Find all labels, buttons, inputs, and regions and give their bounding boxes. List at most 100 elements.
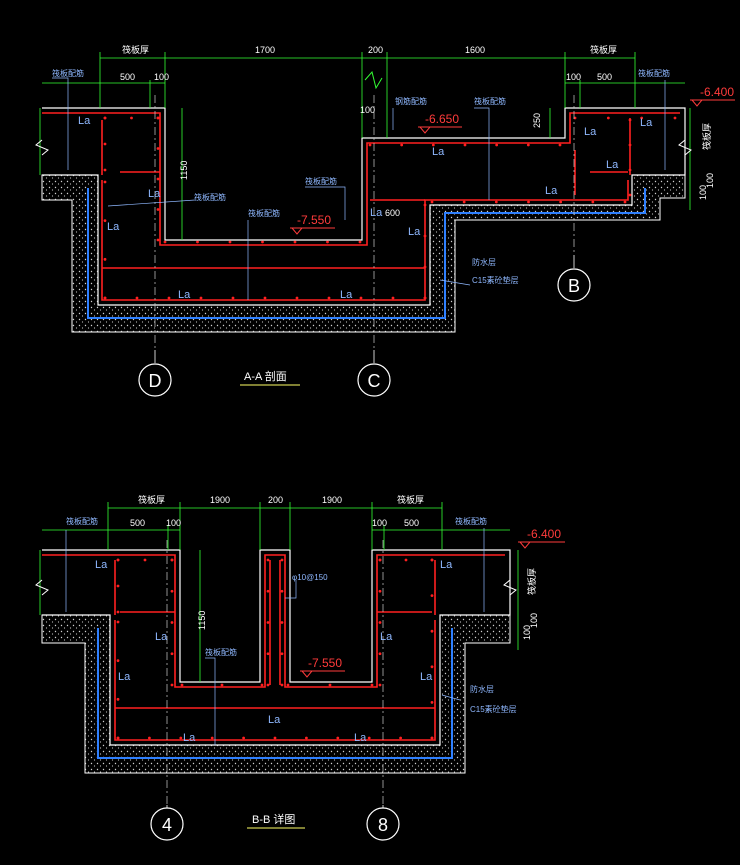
aa-label-rebar-small: 钢筋配筋 (395, 96, 427, 106)
bb-dot-3 (116, 558, 120, 562)
aa-dot-31 (326, 240, 329, 244)
aa-rebar (42, 112, 680, 301)
bb-dot-43 (430, 665, 434, 669)
aa-dot-40 (463, 143, 467, 147)
bb-dot-47 (266, 589, 270, 593)
aa-dot-9 (156, 208, 160, 211)
aa-dot-8 (156, 177, 160, 181)
bb-dot-55 (280, 683, 284, 687)
aa-dot-57 (591, 200, 595, 204)
aa-label-rebar-left: 筏板配筋 (52, 68, 84, 78)
aa-dim-raft-left: 筏板厚 (122, 44, 149, 55)
aa-title: A-A 剖面 (244, 369, 287, 383)
aa-dot-17 (167, 296, 171, 300)
aa-elev-6650-text: -6.650 (425, 112, 459, 126)
bb-dot-6 (170, 558, 174, 562)
bb-dot-31 (370, 683, 374, 687)
bb-axis-4: 4 (150, 805, 184, 841)
aa-label-rebar-mid: 筏板配筋 (194, 192, 226, 202)
bb-dot-36 (378, 589, 382, 593)
bb-dot-12 (116, 659, 120, 663)
bb-la-7: La (380, 631, 393, 643)
aa-dot-27 (196, 240, 199, 244)
aa-left-break (35, 139, 49, 156)
bb-dim-1900-right: 1900 (322, 495, 342, 505)
bb-elev-7550: -7.550 (300, 656, 345, 678)
bb-label-cushion: C15素砼垫层 (470, 704, 517, 714)
bb-title: B-B 详图 (252, 812, 295, 826)
bb-label-waterproof: 防水层 (470, 684, 494, 694)
aa-axis-c: C (357, 350, 391, 397)
aa-dim-200: 200 (368, 45, 383, 55)
bb-dot-5 (116, 610, 120, 614)
aa-elev-6400-text: -6.400 (700, 85, 734, 99)
bb-la-5: La (268, 714, 281, 726)
aa-dim-100-left: 100 (154, 72, 169, 82)
bb-dim-raft-right: 筏板厚 (397, 494, 424, 505)
bb-dot-53 (280, 621, 284, 624)
bb-la-4: La (183, 732, 196, 744)
aa-dot-30 (293, 240, 297, 244)
aa-dot-11 (103, 180, 107, 184)
bb-dot-7 (170, 589, 174, 593)
aa-la-10: La (584, 126, 597, 138)
bb-dot-44 (430, 701, 434, 704)
bb-dot-11 (116, 620, 120, 624)
bb-dim-1900-left: 1900 (210, 495, 230, 505)
aa-dot-36 (423, 296, 427, 300)
section-bb: 筏板厚 1900 200 1900 筏板厚 500 100 100 500 11… (35, 494, 565, 841)
aa-dot-52 (430, 200, 434, 204)
aa-label-rebar-right: 筏板配筋 (638, 68, 670, 78)
bb-dot-1 (143, 558, 147, 562)
bb-dim-1150: 1150 (197, 611, 207, 630)
aa-dot-47 (673, 116, 677, 120)
aa-dim-raft-thk: 筏板厚 (701, 123, 712, 150)
bb-dot-21 (305, 736, 308, 740)
aa-dot-16 (135, 296, 139, 300)
aa-dot-53 (462, 200, 466, 204)
bb-dim-100a: 100 (522, 625, 532, 640)
aa-dim-raft-right: 筏板厚 (590, 44, 617, 55)
aa-dot-5 (103, 168, 107, 172)
bb-dot-15 (116, 736, 120, 740)
bb-dim-100-right: 100 (372, 518, 387, 528)
aa-dot-15 (103, 296, 107, 300)
aa-dot-28 (228, 240, 232, 244)
bb-left-break (35, 579, 49, 596)
aa-dot-45 (606, 116, 610, 120)
aa-waterproof-line (87, 188, 646, 319)
aa-dot-58 (623, 200, 627, 204)
aa-rebar-dots (103, 116, 677, 300)
bb-label-rebar-right: 筏板配筋 (455, 516, 487, 526)
bb-la-8: La (420, 671, 433, 683)
bb-dim-500-right: 500 (404, 518, 419, 528)
aa-dot-43 (558, 143, 562, 147)
aa-dot-42 (526, 143, 530, 147)
bb-la-9: La (440, 559, 453, 571)
bb-dot-23 (367, 736, 371, 740)
aa-dot-12 (103, 219, 107, 223)
bb-dot-24 (399, 736, 402, 740)
aa-dot-4 (103, 142, 107, 146)
bb-dim-200: 200 (268, 495, 283, 505)
bb-label-rebar-left: 筏板配筋 (66, 516, 98, 526)
aa-dot-7 (156, 147, 160, 150)
aa-la-5: La (340, 289, 353, 301)
aa-dot-33 (423, 203, 427, 207)
bb-concrete-outline (42, 549, 511, 746)
aa-dot-29 (261, 240, 264, 244)
aa-elev-7550: -7.550 (290, 213, 335, 235)
aa-elev-7550-text: -7.550 (297, 213, 331, 227)
aa-dot-50 (628, 168, 632, 172)
aa-dot-51 (628, 193, 632, 197)
aa-dim-250: 250 (532, 113, 542, 128)
bb-dim-500-left: 500 (130, 518, 145, 528)
aa-elev-6400: -6.400 (690, 85, 735, 107)
aa-axis-c-label: C (368, 371, 381, 391)
bb-dot-10 (170, 683, 174, 687)
aa-dot-13 (103, 257, 107, 261)
bb-dot-50 (266, 683, 270, 687)
aa-dot-54 (494, 200, 498, 204)
bb-la-2: La (155, 631, 168, 643)
bb-dot-29 (286, 683, 290, 687)
